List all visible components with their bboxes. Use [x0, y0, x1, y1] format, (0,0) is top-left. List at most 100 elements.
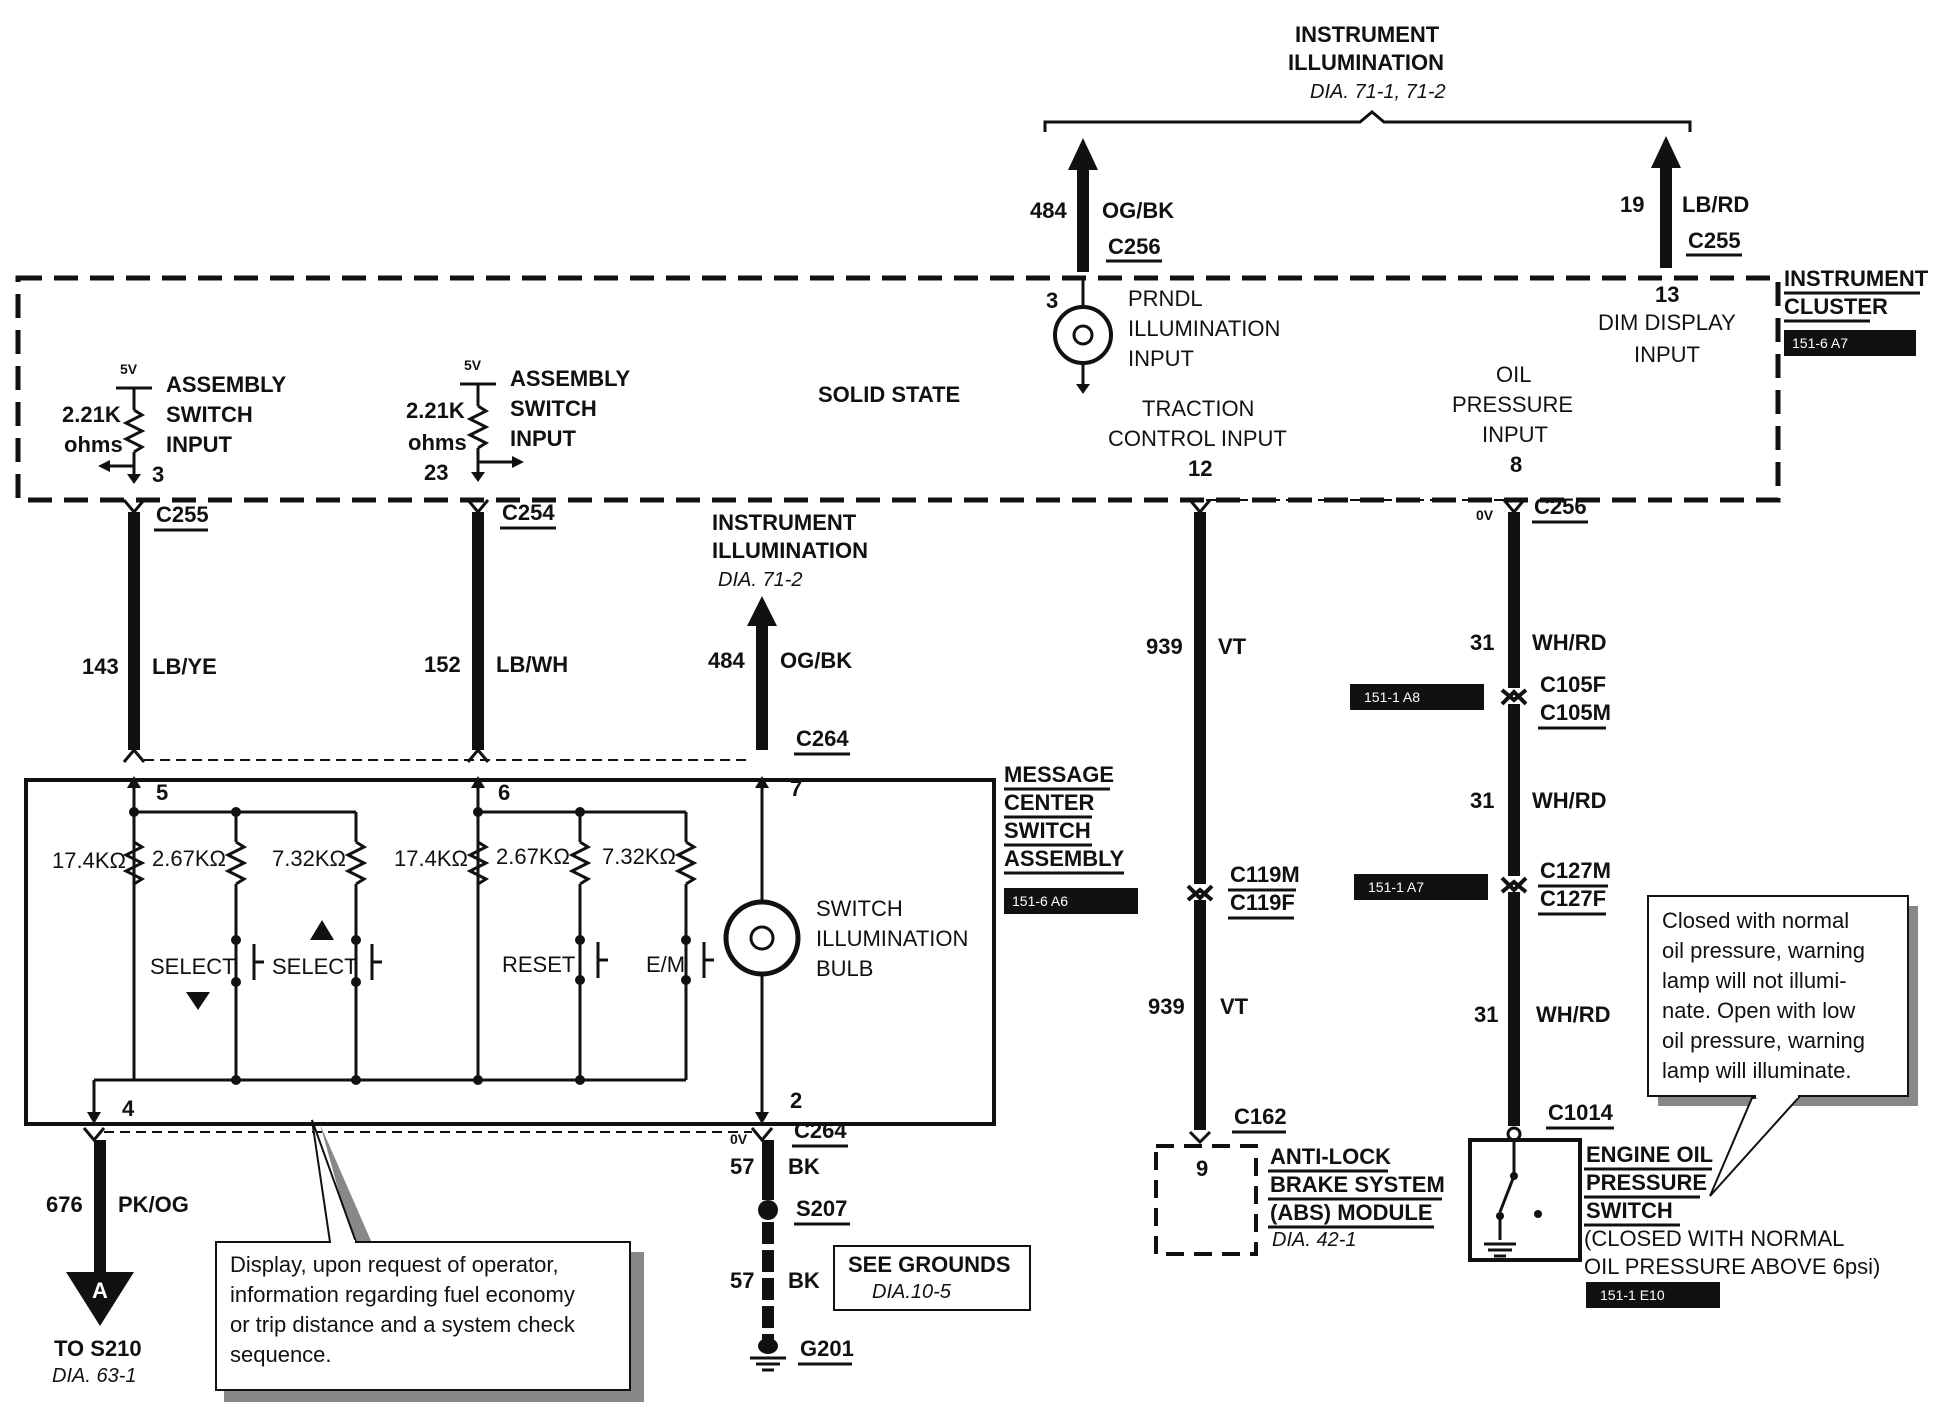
assembly-switch-input-2: 5V ASSEMBLY SWITCH INPUT 2.21K ohms 23	[406, 357, 631, 485]
asw1-line3: INPUT	[166, 432, 233, 457]
note-oil-line3: lamp will not illumi-	[1662, 968, 1847, 993]
oil-switch-open-contact	[1534, 1210, 1542, 1218]
res-r2: 2.67KΩ	[152, 846, 226, 871]
note-display-pointer	[311, 1119, 358, 1243]
wire-31-connector: C256	[1534, 494, 1587, 519]
msg-center-line3: SWITCH	[1004, 818, 1091, 843]
note-oil-pointer	[1709, 1095, 1803, 1197]
abs-module: 9 ANTI-LOCK BRAKE SYSTEM (ABS) MODULE DI…	[1154, 1144, 1445, 1256]
top-illum-ref: DIA. 71-1, 71-2	[1310, 81, 1446, 103]
prndl-bulb-icon	[1053, 305, 1113, 365]
wire-939-conn-end: C162	[1234, 1104, 1287, 1129]
wire-143-connector: C255	[156, 502, 209, 527]
asw2-line1: ASSEMBLY	[510, 366, 631, 391]
wire-31-conn-m: C105M	[1540, 700, 1611, 725]
dim-display-line1: DIM DISPLAY	[1598, 310, 1736, 335]
wire-152-connector: C254	[502, 500, 555, 525]
net2-junction	[473, 807, 483, 817]
note-oil-line6: lamp will illuminate.	[1662, 1058, 1852, 1083]
rail-junction	[231, 1075, 241, 1085]
arrow-a-icon	[66, 1272, 134, 1326]
select-up-contact	[351, 935, 361, 945]
ground-connector: C264	[794, 1118, 847, 1143]
ground-g201-node	[758, 1338, 778, 1354]
c119-connector-mate	[1186, 887, 1214, 902]
wire-19-top-arrow	[1651, 136, 1681, 168]
net2-res1-icon	[466, 840, 490, 886]
em-contact	[681, 975, 691, 985]
engine-oil-pressure-switch: ENGINE OIL PRESSURE SWITCH (CLOSED WITH …	[1468, 1138, 1880, 1308]
wire-676-num: 676	[46, 1192, 83, 1217]
oil-switch-box	[1468, 1138, 1582, 1262]
select-up-contact	[351, 977, 361, 987]
pin2-arrow	[755, 1112, 769, 1124]
switch-reset: RESET	[502, 952, 575, 977]
prndl-filament	[1072, 324, 1094, 346]
prndl-line1: PRNDL	[1128, 286, 1203, 311]
see-grounds-frame	[833, 1245, 1031, 1311]
mid-illum-ref: DIA. 71-2	[718, 569, 802, 591]
note-display: Display, upon request of operator, infor…	[215, 1119, 644, 1402]
wire-939-num: 939	[1146, 634, 1183, 659]
asw2-tap-arrow	[512, 456, 524, 468]
oil-switch-line2: PRESSURE	[1586, 1170, 1707, 1195]
net1-res1-icon	[122, 840, 146, 886]
wire-152-fork-bottom	[466, 747, 490, 763]
note-display-line3: or trip distance and a system check	[230, 1312, 576, 1337]
note-oil-line5: oil pressure, warning	[1662, 1028, 1865, 1053]
wire-19-top-color: LB/RD	[1682, 192, 1749, 217]
asw1-tap-arrow	[98, 460, 110, 472]
ground-num1: 57	[730, 1154, 754, 1179]
wire-152-num: 152	[424, 652, 461, 677]
pin-7: 7	[790, 776, 802, 801]
dim-display-line2: INPUT	[1634, 342, 1700, 367]
wire-31-conn-f2: C127F	[1540, 886, 1606, 911]
asw2-unit: ohms	[408, 430, 467, 455]
see-grounds-line2: DIA.10-5	[872, 1281, 952, 1303]
wire-939-conn-f: C119F	[1230, 890, 1295, 915]
oil-switch-icon	[1498, 1175, 1516, 1213]
oil-switch-line3: SWITCH	[1586, 1198, 1673, 1223]
cluster-label-2: CLUSTER	[1784, 294, 1888, 319]
top-bracket	[1043, 110, 1692, 132]
bulb-line1: SWITCH	[816, 896, 903, 921]
oil-switch-line4: (CLOSED WITH NORMAL	[1584, 1226, 1844, 1251]
see-grounds-line1: SEE GROUNDS	[848, 1252, 1011, 1277]
asw1-volt: 5V	[120, 361, 138, 377]
message-center-switch-assembly: MESSAGE CENTER SWITCH ASSEMBLY 151-6 A6 …	[24, 762, 1138, 1126]
wire-31-color1: WH/RD	[1532, 630, 1607, 655]
rail-junction	[351, 1075, 361, 1085]
wire-484-top-arrow	[1068, 138, 1098, 170]
wire-19-top-connector: C255	[1688, 228, 1741, 253]
switch-select-up: SELECT	[272, 954, 358, 979]
switch-bulb-filament	[749, 925, 775, 951]
wire-152: C254 152 LB/WH	[424, 499, 568, 763]
note-display-pointer-shadow	[320, 1124, 375, 1250]
wire-31-num2: 31	[1470, 788, 1494, 813]
oil-pressure-input: OIL PRESSURE INPUT 8	[1452, 362, 1573, 477]
note-display-line2: information regarding fuel economy	[230, 1282, 575, 1307]
traction-line1: TRACTION	[1142, 396, 1254, 421]
prndl-ground-arrow	[1076, 384, 1090, 394]
dim-display-pin: 13	[1655, 282, 1679, 307]
wire-939-fork-bottom	[1188, 1130, 1212, 1145]
splice-s207-icon	[758, 1200, 778, 1220]
mid-illum-line2: ILLUMINATION	[712, 538, 868, 563]
cluster-ref-tag	[1784, 330, 1916, 356]
asw1-res: 2.21K	[62, 402, 121, 427]
res-r5: 2.67KΩ	[496, 844, 570, 869]
wire-939-conn-m: C119M	[1230, 862, 1300, 887]
asw1-unit: ohms	[64, 432, 123, 457]
mid-illum-color: OG/BK	[780, 648, 852, 673]
abs-line1: ANTI-LOCK	[1270, 1144, 1391, 1169]
dim-display-input: 13 DIM DISPLAY INPUT	[1598, 282, 1736, 367]
wire-19-top-num: 19	[1620, 192, 1644, 217]
msg-center-line1: MESSAGE	[1004, 762, 1114, 787]
down-triangle-icon	[186, 992, 210, 1010]
ground-volt: 0V	[730, 1131, 748, 1147]
prndl-line2: ILLUMINATION	[1128, 316, 1280, 341]
asw1-line2: SWITCH	[166, 402, 253, 427]
note-display-line1: Display, upon request of operator,	[230, 1252, 559, 1277]
msg-center-ref-tag	[1004, 888, 1138, 914]
